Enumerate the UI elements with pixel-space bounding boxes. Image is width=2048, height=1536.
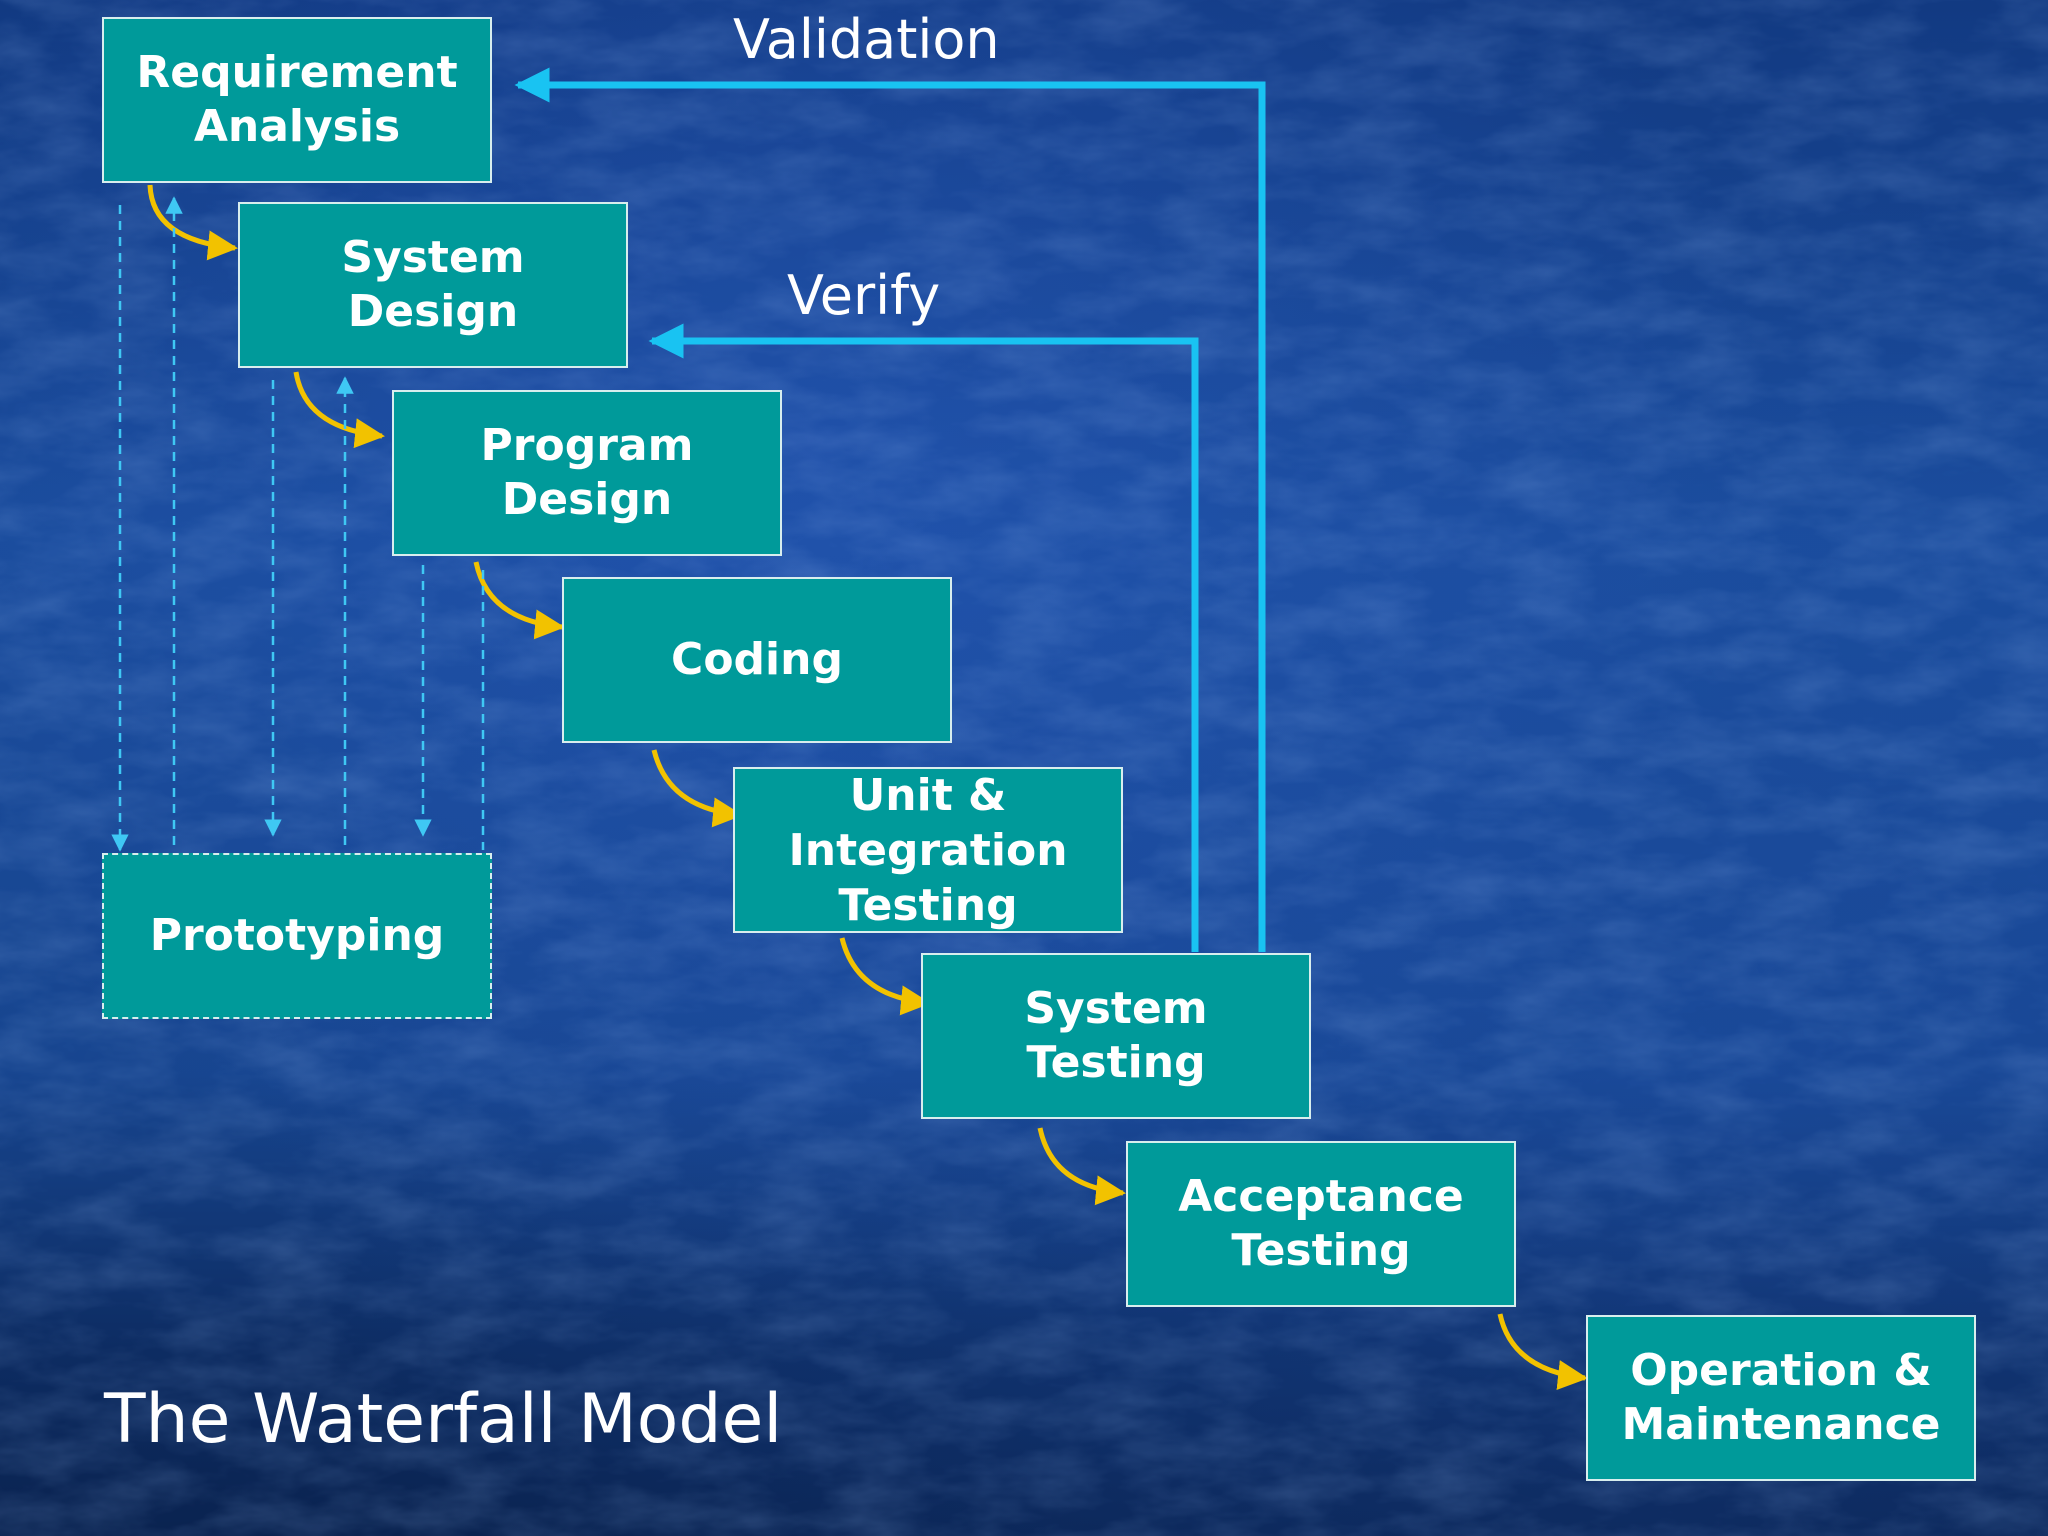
verify-label: Verify (787, 264, 941, 327)
phase-operation-maintenance: Operation & Maintenance (1586, 1315, 1976, 1481)
flow-arrow-coding-to-unit-testing (651, 749, 743, 828)
phase-requirement-analysis: Requirement Analysis (102, 17, 492, 183)
phase-unit-integration-testing: Unit & Integration Testing (733, 767, 1123, 933)
flow-arrow-requirement-to-system-design (147, 184, 238, 261)
validation-label: Validation (733, 8, 1000, 71)
flow-arrow-unit-testing-to-system-testing (839, 937, 931, 1016)
phase-prototyping: Prototyping (102, 853, 492, 1019)
flow-arrow-system-testing-to-acceptance (1037, 1127, 1126, 1206)
phase-coding: Coding (562, 577, 952, 743)
slide-title: The Waterfall Model (104, 1380, 783, 1459)
phase-system-testing: System Testing (921, 953, 1311, 1119)
validation-feedback-arrow (514, 67, 1266, 952)
flow-arrow-acceptance-to-operation (1497, 1313, 1588, 1390)
flow-arrow-system-design-to-program-design (293, 371, 385, 449)
phase-acceptance-testing: Acceptance Testing (1126, 1141, 1516, 1307)
flow-arrow-program-design-to-coding (473, 561, 565, 640)
phase-system-design: System Design (238, 202, 628, 368)
verify-feedback-arrow (648, 323, 1199, 952)
phase-program-design: Program Design (392, 390, 782, 556)
